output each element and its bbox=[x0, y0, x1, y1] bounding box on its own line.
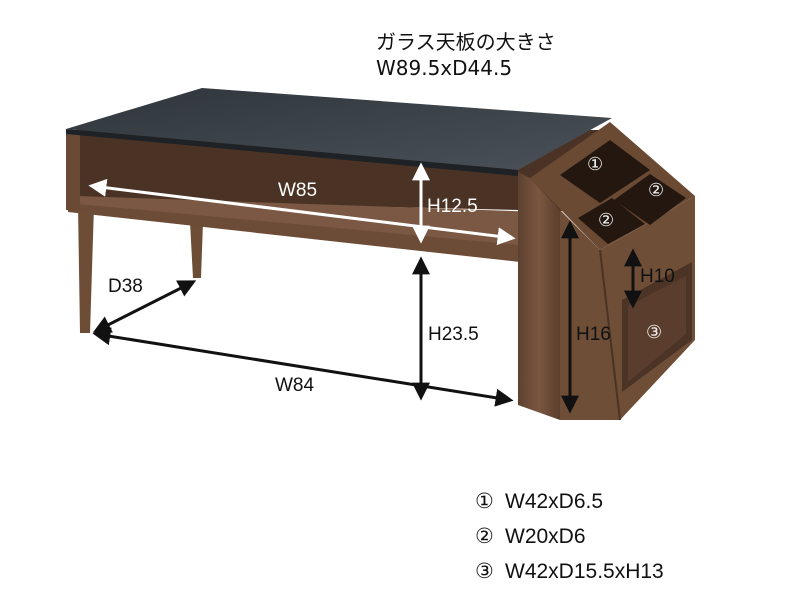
glass-top bbox=[66, 88, 612, 170]
compartment-2-opening-front bbox=[578, 198, 645, 244]
clearance-height-label: H23.5 bbox=[428, 324, 479, 345]
legend-row-1: ① W42xD6.5 bbox=[475, 487, 664, 522]
leg-width-arrow bbox=[92, 327, 514, 407]
compartment-2-opening-back bbox=[614, 174, 686, 225]
legend-mark-3: ③ bbox=[475, 560, 494, 583]
table-leg-front-left bbox=[78, 205, 94, 333]
leg-width-label: W84 bbox=[275, 375, 315, 396]
legend-row-3: ③ W42xD15.5xH13 bbox=[475, 557, 664, 592]
legend-text-3: W42xD15.5xH13 bbox=[505, 560, 664, 583]
shelf-width-label: W85 bbox=[278, 180, 317, 201]
compartment-3-inner bbox=[628, 276, 686, 382]
compartment-1-opening bbox=[560, 140, 650, 203]
legend-text-2: W20xD6 bbox=[505, 525, 586, 548]
shelf-height-label: H12.5 bbox=[427, 196, 478, 217]
pocket-height-label: H10 bbox=[640, 266, 675, 287]
legend-text-1: W42xD6.5 bbox=[505, 490, 604, 513]
glass-top-size-title: ガラス天板の大きさ bbox=[376, 30, 556, 54]
side-unit-front-panel bbox=[518, 172, 560, 420]
shelf-left-side bbox=[66, 130, 80, 210]
compartment-1-marker: ① bbox=[587, 154, 603, 175]
glass-top-size-value: W89.5xD44.5 bbox=[376, 56, 513, 80]
depth-arrow bbox=[92, 280, 197, 333]
side-height-label: H16 bbox=[576, 324, 611, 345]
compartment-2-marker: ② bbox=[648, 180, 664, 201]
legend-mark-2: ② bbox=[475, 525, 494, 548]
compartment-3-marker: ③ bbox=[646, 322, 662, 343]
compartment-legend: ① W42xD6.5 ② W20xD6 ③ W42xD15.5xH13 bbox=[475, 487, 664, 592]
shelf-width-arrow bbox=[88, 178, 516, 246]
legend-row-2: ② W20xD6 bbox=[475, 522, 664, 557]
legend-mark-1: ① bbox=[475, 490, 494, 513]
table-leg-back-left bbox=[190, 222, 203, 278]
divider-line bbox=[599, 249, 621, 421]
depth-label: D38 bbox=[108, 276, 143, 297]
compartment-2-marker-front: ② bbox=[598, 210, 614, 231]
glass-top-edge bbox=[66, 129, 518, 176]
